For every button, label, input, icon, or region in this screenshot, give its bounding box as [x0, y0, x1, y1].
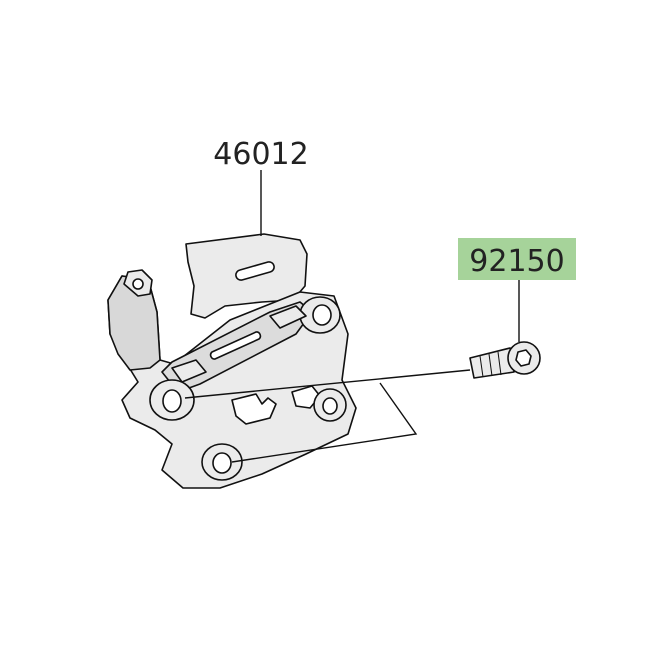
assembly-line-bolt	[184, 369, 471, 399]
lower-left-hole	[212, 452, 232, 474]
part-number-label: 46012	[213, 137, 308, 172]
rail-slot	[209, 331, 262, 360]
bracket-assembly	[107, 233, 357, 489]
clip-hole	[132, 278, 144, 290]
lower-right-hole	[322, 397, 338, 415]
bolt-shank	[469, 347, 515, 379]
leader-lines	[184, 170, 520, 463]
bracket-slot	[235, 261, 275, 281]
part-highlight	[458, 238, 576, 280]
rail-pin-left	[171, 359, 207, 383]
part-number-label-highlighted: 92150	[469, 244, 564, 279]
upper-right-hole	[312, 304, 332, 326]
inner-cutout-1	[231, 393, 277, 425]
bolt-hex-socket	[515, 349, 532, 367]
bolt	[469, 341, 541, 379]
assembly-line-lower	[231, 382, 418, 463]
rail-pin-right	[269, 305, 307, 329]
left-mount-hole	[162, 389, 182, 413]
